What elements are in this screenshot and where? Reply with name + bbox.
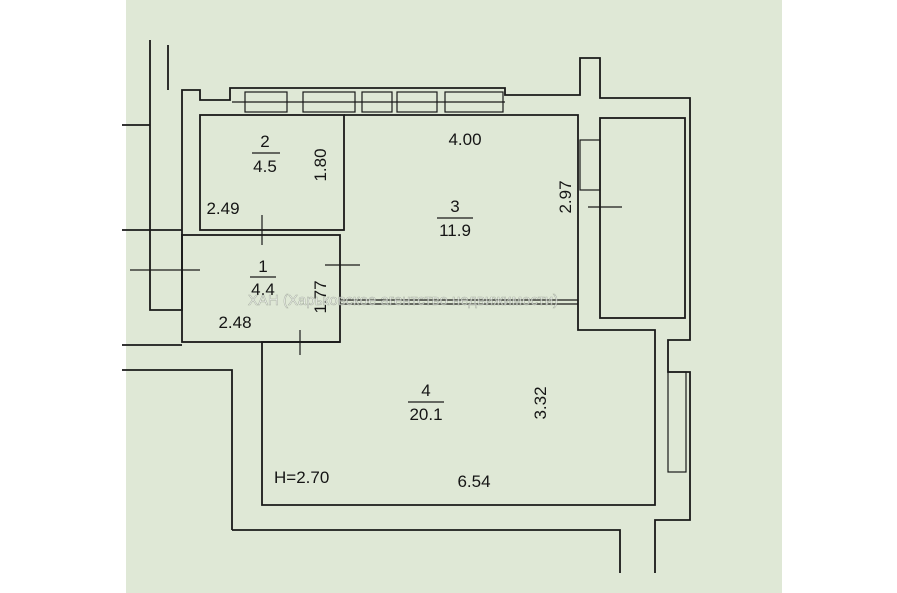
room-2-walls xyxy=(199,114,345,231)
room-4-width: 6.54 xyxy=(457,472,490,491)
room-4-area: 20.1 xyxy=(409,405,442,424)
room-1-number: 1 xyxy=(258,257,267,276)
watermark: ХАН (Харьковское агентство недвижимости) xyxy=(248,292,558,309)
room-3-depth: 2.97 xyxy=(556,180,575,213)
window-top xyxy=(232,91,505,113)
balcony-walls xyxy=(579,117,687,473)
room-1-depth: 1.77 xyxy=(311,280,330,313)
room-3-area: 11.9 xyxy=(439,221,471,240)
room-3-4-walls xyxy=(261,114,656,506)
room-2-area: 4.5 xyxy=(253,157,277,176)
room-1-width: 2.48 xyxy=(218,313,251,332)
room-2-width: 2.49 xyxy=(206,199,239,218)
room-4-depth: 3.32 xyxy=(531,386,550,419)
room-1-walls xyxy=(181,234,341,343)
room-3-width: 4.00 xyxy=(448,130,481,149)
room-2-number: 2 xyxy=(260,132,269,151)
room-2-depth: 1.80 xyxy=(311,148,330,181)
door-markers xyxy=(130,206,622,355)
ceiling-height: H=2.70 xyxy=(274,468,329,487)
room-1-area: 4.4 xyxy=(251,280,275,299)
room-4-number: 4 xyxy=(421,381,430,400)
room-3-number: 3 xyxy=(450,197,459,216)
